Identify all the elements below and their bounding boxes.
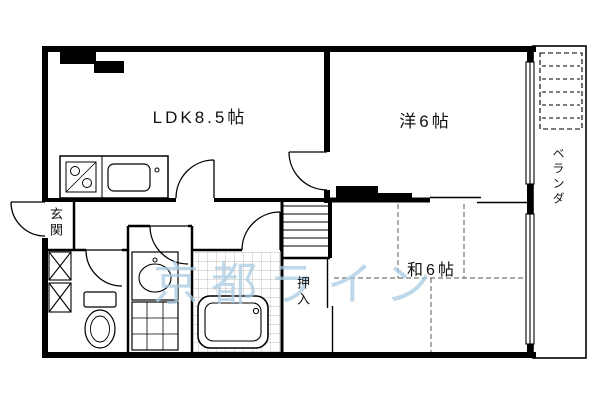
door-western [288,151,328,191]
pipe-space-icon [48,251,72,313]
bathtub-inner [204,302,262,342]
interior-walls [45,46,430,355]
stove-icon [65,161,97,193]
wall-blocks [60,52,412,201]
closet-label: 押入 [295,276,310,308]
veranda-label: ベランダ [551,147,565,207]
kitchen-unit [59,155,169,199]
western-room-label: 洋6帖 [399,112,452,131]
outer-walls [42,46,536,358]
veranda-hatch-box [539,52,583,130]
doors [10,151,328,287]
bathroom [194,252,280,353]
entrance-label: 玄関 [48,207,63,239]
japanese-room-label: 和6帖 [407,262,457,279]
faucet-icon [154,167,160,173]
stove-grate-icon [131,301,179,351]
sliding-door-closet [326,258,334,355]
windows [525,61,535,345]
watermark-text: 京都ライン [153,258,443,310]
tatami-grid [334,204,528,353]
door-bath [241,211,281,251]
ldk-room-label: LDK8.5帖 [152,108,248,127]
door-washroom [149,225,189,265]
sliding-doors [326,196,528,355]
washbasin-icon [131,251,179,301]
door-ldk [175,159,215,199]
sliding-door-japanese-top [430,196,528,204]
stairs [283,205,329,247]
veranda-hatch-lines [542,65,580,119]
bathtub-icon [197,295,269,349]
door-entrance [10,201,46,237]
toilet-icon [83,291,117,349]
kitchen-sink-icon [107,163,151,192]
door-toilet [85,249,123,287]
drain-icon [252,307,260,315]
